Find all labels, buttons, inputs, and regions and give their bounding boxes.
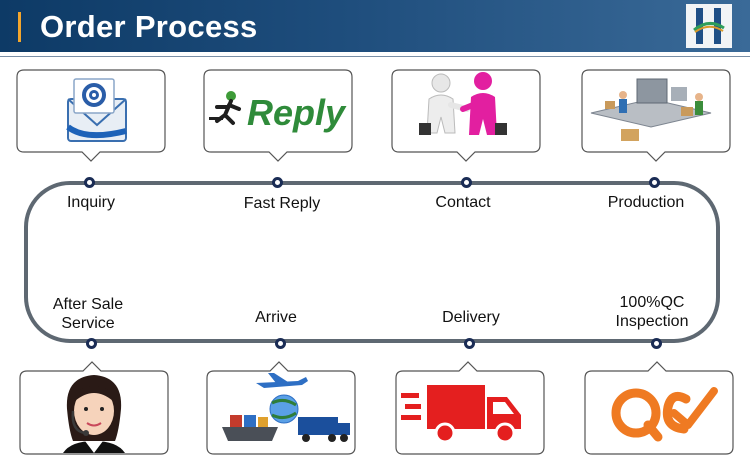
- reply-runner-icon: Reply: [209, 91, 347, 133]
- label-arrive: Arrive: [255, 309, 297, 326]
- card-after-sale: [19, 361, 169, 456]
- plane-ship-arrive-icon: [222, 373, 350, 442]
- card-arrive: [206, 361, 356, 456]
- production-line-icon: [590, 78, 712, 141]
- node-inquiry: [84, 177, 95, 188]
- label-after-sale: After Sale Service: [52, 296, 124, 332]
- label-contact: Contact: [435, 194, 491, 211]
- title-accent-bar: [18, 12, 21, 42]
- node-delivery: [464, 338, 475, 349]
- label-delivery: Delivery: [442, 309, 500, 326]
- qc-check-icon: [611, 387, 718, 442]
- handshake-icon: [419, 72, 507, 135]
- node-arrive: [275, 338, 286, 349]
- label-inquiry: Inquiry: [66, 194, 116, 211]
- node-fast-reply: [272, 177, 283, 188]
- customer-service-icon: [63, 375, 125, 453]
- page-title: Order Process: [40, 9, 258, 44]
- node-production: [649, 177, 660, 188]
- process-loop: [24, 181, 720, 343]
- card-production: [581, 69, 731, 164]
- node-after-sale: [86, 338, 97, 349]
- company-logo-icon: [686, 4, 732, 48]
- card-contact: [391, 69, 541, 164]
- header-divider: [0, 56, 750, 57]
- node-contact: [461, 177, 472, 188]
- header-banner: [0, 0, 750, 52]
- card-fast-reply: Reply: [203, 69, 353, 164]
- label-qc-inspection: 100%QC Inspection: [615, 294, 689, 330]
- reply-text: Reply: [247, 92, 347, 133]
- card-inquiry: [16, 69, 166, 164]
- card-qc-inspection: [584, 361, 734, 456]
- card-delivery: [395, 361, 545, 456]
- label-production: Production: [607, 194, 685, 211]
- node-qc: [651, 338, 662, 349]
- email-envelope-icon: [66, 78, 127, 142]
- label-fast-reply: Fast Reply: [243, 195, 321, 212]
- delivery-truck-icon: [401, 385, 521, 444]
